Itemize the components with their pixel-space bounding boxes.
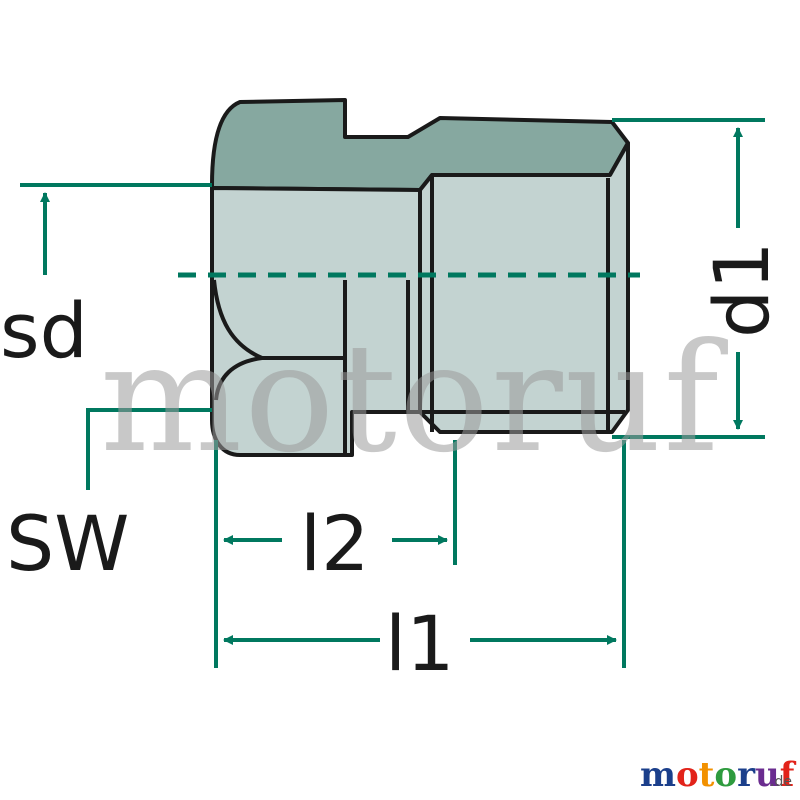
label-sd: sd: [0, 286, 88, 375]
fitting-thread-front: [418, 141, 630, 434]
fitting-body: [210, 98, 630, 457]
label-l2: l2: [300, 499, 369, 588]
brand-letter-u: u: [755, 755, 780, 795]
brand-letter-t: t: [699, 755, 715, 795]
watermark: motoruf: [100, 312, 728, 486]
hex-lower-curve: [214, 356, 263, 401]
brand-tld: .de: [770, 774, 792, 790]
fitting-hex-front: [210, 186, 422, 457]
brand-letter-o2: o: [714, 755, 737, 795]
dimension-lines: [20, 118, 765, 668]
brand-logo: motoruf .de: [640, 755, 797, 795]
brand-letter-m: m: [640, 755, 676, 795]
brand-wordmark: motoruf: [640, 755, 797, 795]
label-l1: l1: [385, 599, 454, 688]
sw-leader-line: [86, 408, 212, 490]
brand-letter-f: f: [780, 755, 797, 795]
brand-letter-o1: o: [676, 755, 699, 795]
brand-letter-r: r: [737, 755, 756, 795]
label-sw: SW: [6, 499, 129, 588]
label-d1: d1: [697, 241, 786, 338]
